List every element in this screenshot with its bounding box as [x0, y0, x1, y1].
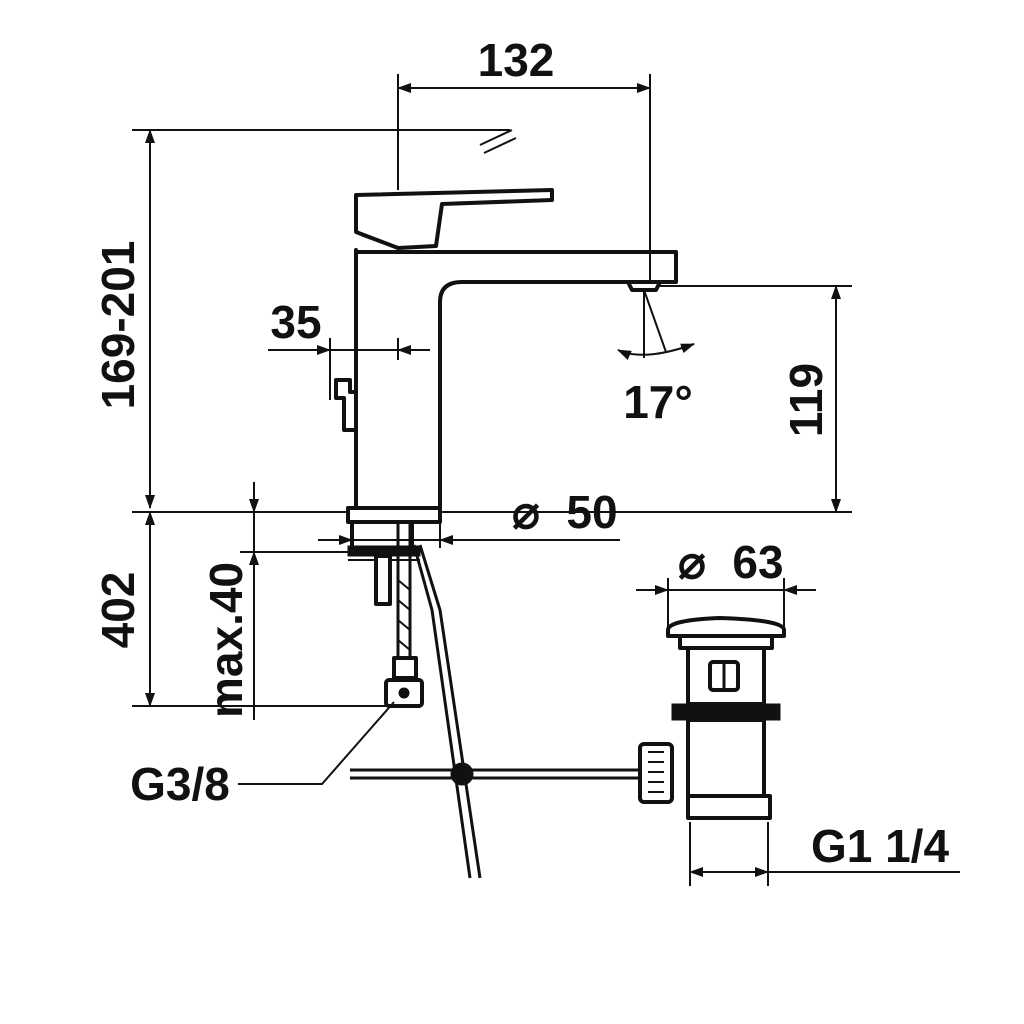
label-drain-diameter: 63 [732, 536, 783, 588]
label-hose-thread: G3/8 [130, 758, 230, 810]
faucet-column [354, 248, 678, 510]
label-drain-thread: G1 1/4 [811, 820, 950, 872]
break-mark-2 [483, 137, 517, 154]
popup-rod-knob [334, 378, 358, 432]
connector-knurl [648, 751, 664, 793]
drain-threaded-end [686, 794, 772, 820]
label-spray-angle: 17° [623, 376, 693, 428]
diameter-symbol-63: ⌀ [678, 536, 706, 588]
label-lever-offset: 35 [270, 296, 321, 348]
base-mount [350, 520, 414, 550]
popup-cable-edge [418, 544, 482, 879]
angle-ray-inclined [643, 289, 667, 353]
base-ring [346, 506, 442, 524]
lever-handle [354, 188, 554, 250]
label-spout-height: 119 [780, 363, 832, 437]
angle-arc [617, 343, 695, 360]
lever-edge [361, 233, 399, 250]
dimension-lines [132, 74, 960, 886]
drain-tail [686, 718, 766, 800]
popup-cable [412, 544, 472, 879]
faucet-body [334, 188, 678, 879]
label-spout-reach: 132 [478, 34, 555, 86]
pivot-clip [450, 762, 474, 786]
threaded-stud [374, 554, 392, 606]
dimension-labels: 132 169-201 35 119 17° ⌀ 50 402 max.40 ⌀… [92, 34, 949, 872]
hose-ferrule [392, 656, 418, 680]
drain-cap [666, 616, 786, 638]
label-max-thickness: max.40 [200, 562, 252, 718]
break-mark-1 [479, 129, 513, 146]
label-base-diameter: 50 [566, 486, 617, 538]
label-hose-length: 402 [92, 572, 144, 649]
hose-hatch [397, 579, 411, 651]
drain-assembly [350, 616, 786, 820]
g38-leader [238, 701, 395, 785]
hose-nut-hole [398, 687, 410, 699]
label-total-height: 169-201 [92, 241, 144, 410]
diameter-symbol-50: ⌀ [512, 486, 540, 538]
spout-outlet [626, 280, 662, 292]
drain-nut [671, 703, 781, 721]
